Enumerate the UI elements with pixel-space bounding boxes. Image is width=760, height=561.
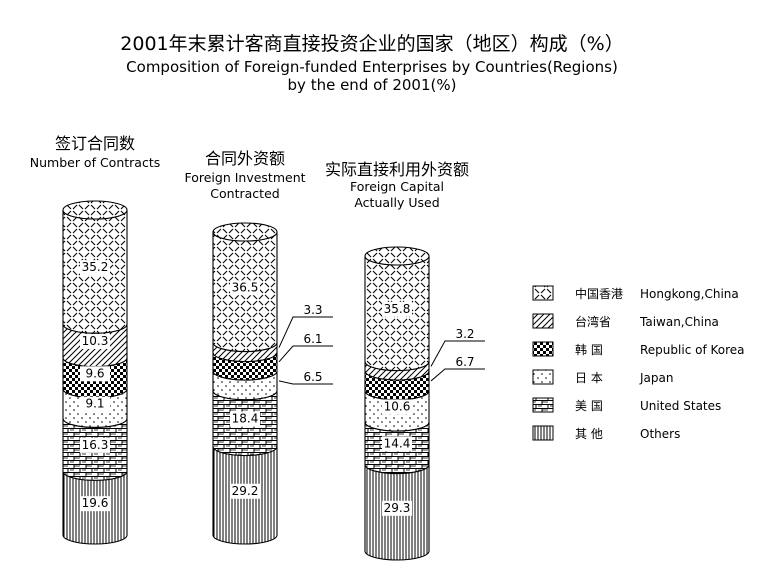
legend-label-cn: 其 他	[575, 427, 603, 441]
legend-label-en: Japan	[639, 371, 673, 385]
columns-layer: 签订合同数 Number of Contracts 35.2 10.3 9.6 9.1 16…	[30, 134, 485, 561]
value-label: 3.3	[303, 303, 322, 317]
legend-swatch	[532, 397, 554, 413]
value-label: 6.1	[303, 332, 322, 346]
chart-title-cn: 2001年末累计客商直接投资企业的国家（地区）构成（%）	[120, 33, 623, 55]
category-label-cn: 签订合同数	[55, 134, 135, 153]
value-label: 14.4	[384, 436, 411, 450]
legend-label-cn: 台湾省	[575, 314, 611, 329]
legend-label-en: United States	[640, 399, 721, 413]
value-label: 36.5	[232, 280, 259, 294]
value-label: 16.3	[82, 438, 109, 452]
category-label-en: Number of Contracts	[30, 155, 161, 170]
category-label-en: Actually Used	[354, 195, 439, 210]
legend-label-cn: 日 本	[575, 371, 603, 385]
legend-label-cn: 美 国	[575, 399, 603, 413]
category-label-cn: 实际直接利用外资额	[325, 160, 469, 179]
value-label: 29.2	[232, 484, 259, 498]
legend-item: 美 国 United States	[532, 397, 721, 413]
value-label-bg	[230, 483, 260, 499]
category-label-en: Foreign Capital	[350, 179, 444, 194]
value-label-bg	[80, 396, 110, 412]
column-1: 签订合同数 Number of Contracts 35.2 10.3 9.6 9.1 16…	[30, 134, 161, 545]
callout-leader	[278, 380, 333, 385]
legend-swatch	[532, 313, 554, 329]
chart-title-en-1: Composition of Foreign-funded Enterprise…	[126, 58, 618, 76]
legend-label-en: Hongkong,China	[640, 287, 739, 301]
legend-item: 日 本 Japan	[532, 369, 673, 385]
category-label-en: Contracted	[210, 186, 279, 201]
value-label-bg	[80, 366, 110, 382]
callout-leader	[430, 340, 485, 367]
value-label-bg	[80, 496, 110, 512]
legend-swatch	[532, 285, 554, 301]
column-top-cap	[364, 246, 430, 266]
value-label: 18.4	[232, 412, 259, 426]
value-label-bg	[80, 437, 110, 453]
category-label-cn: 合同外资额	[205, 149, 285, 168]
value-label-bg	[382, 301, 412, 317]
value-label-bg	[230, 411, 260, 427]
legend-label-cn: 中国香港	[575, 286, 623, 301]
value-label-bg	[230, 280, 260, 296]
value-label-bg	[382, 500, 412, 516]
legend-label-en: Taiwan,China	[639, 315, 719, 329]
legend-swatch	[532, 341, 554, 357]
callout-leader	[430, 368, 485, 382]
value-label: 35.8	[384, 302, 411, 316]
column-top-cap	[62, 200, 128, 220]
legend-item: 其 他 Others	[532, 425, 680, 441]
value-label: 3.2	[455, 327, 474, 341]
legend: 中国香港 Hongkong,China 台湾省 Taiwan,China 韩 国 Repu…	[532, 285, 745, 441]
column-top-cap	[212, 222, 278, 242]
legend-swatch	[532, 369, 554, 385]
legend-item: 台湾省 Taiwan,China	[532, 313, 719, 329]
legend-item: 中国香港 Hongkong,China	[532, 285, 739, 301]
chart-title-en-2: by the end of 2001(%)	[288, 76, 457, 94]
legend-item: 韩 国 Republic of Korea	[532, 341, 745, 357]
legend-label-cn: 韩 国	[575, 342, 603, 357]
value-label: 9.6	[85, 366, 104, 380]
value-label: 29.3	[384, 501, 411, 515]
category-label-en: Foreign Investment	[184, 170, 305, 185]
value-label-bg	[382, 399, 412, 415]
value-label: 6.7	[455, 355, 474, 369]
value-label: 9.1	[85, 397, 104, 411]
legend-swatch	[532, 425, 554, 441]
value-label: 10.6	[384, 399, 411, 413]
callout-leader	[278, 345, 333, 363]
value-label: 19.6	[82, 496, 109, 510]
legend-label-en: Others	[640, 427, 680, 441]
legend-label-en: Republic of Korea	[640, 343, 745, 357]
value-label: 35.2	[82, 260, 109, 274]
callout-leader	[278, 316, 333, 348]
value-label-bg	[80, 334, 110, 350]
value-label: 6.5	[303, 370, 322, 384]
value-label-bg	[80, 260, 110, 276]
value-label: 10.3	[82, 334, 109, 348]
value-label-bg	[382, 436, 412, 452]
